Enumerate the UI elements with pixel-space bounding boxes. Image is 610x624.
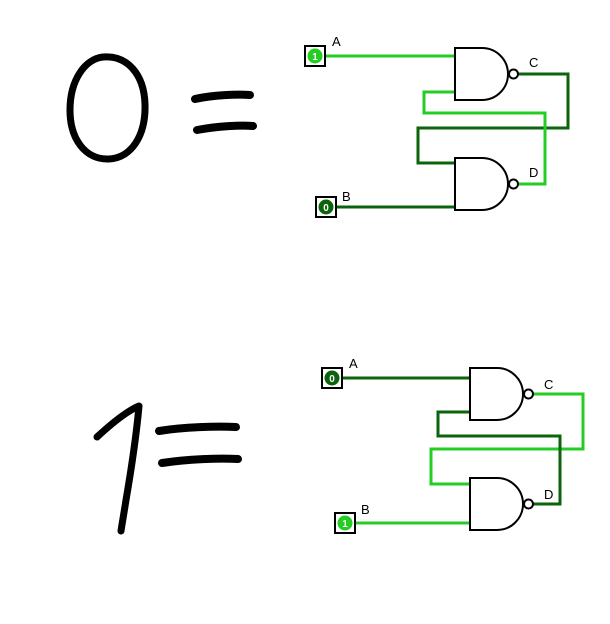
nand-inverter-bubble: [523, 388, 534, 400]
switch-state-dot[interactable]: [324, 370, 340, 386]
pin-label-d: D: [529, 165, 538, 180]
pin-label-c: C: [529, 55, 538, 70]
toggle-switch-a[interactable]: 0: [321, 367, 343, 389]
switch-value: 0: [329, 374, 335, 385]
handwriting-top: [66, 53, 257, 163]
wire-d-feedback-high: [422, 90, 547, 186]
toggle-switch-b[interactable]: 0: [315, 196, 337, 218]
switch-state-dot[interactable]: [307, 48, 323, 64]
nand-inverter-bubble: [508, 178, 519, 190]
wire-c-feedback-high: [429, 392, 585, 486]
nand-inverter-bubble: [523, 498, 534, 510]
pin-label-c: C: [544, 377, 553, 392]
pin-label-b: B: [342, 189, 351, 204]
pin-label-a: A: [349, 356, 358, 371]
nand-body[interactable]: [469, 367, 524, 421]
sr-latch-top: 1 A 0 B C D: [304, 34, 570, 218]
pin-label-b: B: [361, 502, 370, 517]
wire-d-feedback-low: [436, 410, 562, 506]
pin-label-a: A: [332, 34, 341, 49]
nand-gate-d[interactable]: [469, 477, 534, 531]
switch-value: 1: [342, 519, 348, 530]
handwritten-equals-top-stroke-1: [191, 90, 254, 103]
handwritten-one: [93, 402, 143, 535]
switch-value: 1: [312, 52, 318, 63]
nand-body[interactable]: [454, 47, 509, 101]
nand-gate-d[interactable]: [454, 157, 519, 211]
handwritten-equals-bottom-stroke-2: [158, 454, 242, 467]
nand-body[interactable]: [454, 157, 509, 211]
sr-latch-bottom: 0 A 1 B C D: [321, 356, 585, 534]
nand-body[interactable]: [469, 477, 524, 531]
toggle-switch-a[interactable]: 1: [304, 45, 326, 67]
toggle-switch-b[interactable]: 1: [334, 512, 356, 534]
wire-c-feedback-low: [416, 72, 570, 165]
handwritten-equals-bottom-stroke-1: [155, 422, 240, 435]
nand-gate-c[interactable]: [454, 47, 519, 101]
switch-value: 0: [323, 203, 329, 214]
nand-gate-c[interactable]: [469, 367, 534, 421]
handwritten-zero: [66, 53, 149, 163]
nand-inverter-bubble: [508, 68, 519, 80]
handwritten-equals-top-stroke-2: [193, 121, 257, 134]
switch-state-dot[interactable]: [318, 199, 334, 215]
pin-label-d: D: [544, 487, 553, 502]
switch-state-dot[interactable]: [337, 515, 353, 531]
handwriting-bottom: [93, 402, 242, 535]
